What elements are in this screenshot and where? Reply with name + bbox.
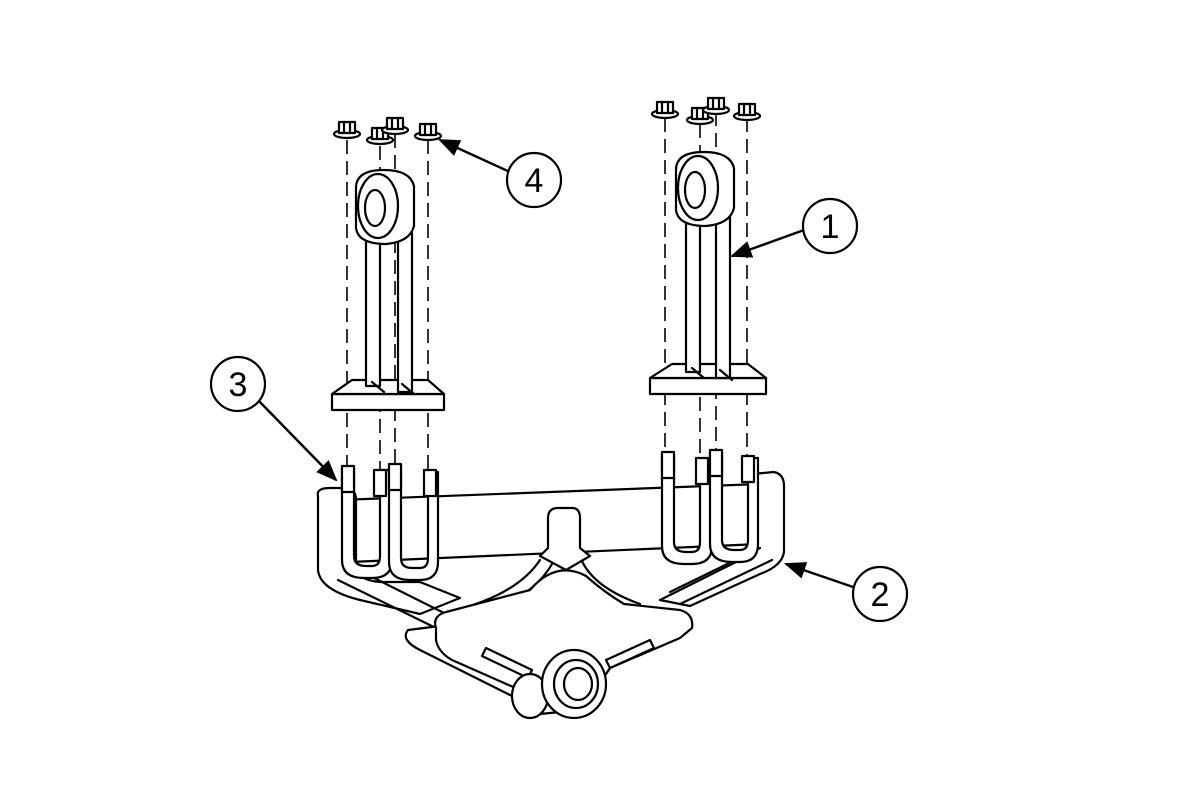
callout-4: 4 xyxy=(438,138,563,209)
center-hub xyxy=(404,506,694,720)
u-bolts xyxy=(340,448,760,582)
callout-3: 3 xyxy=(209,355,338,482)
callout-3-label: 3 xyxy=(229,366,248,404)
hanger-bracket-left xyxy=(330,168,446,412)
hanger-bracket-right xyxy=(648,150,768,396)
bolt xyxy=(380,116,410,136)
callout-4-label: 4 xyxy=(525,162,544,200)
bolt xyxy=(650,100,680,120)
callout-2: 2 xyxy=(783,562,909,623)
callout-2-label: 2 xyxy=(871,576,890,614)
flange-bolts xyxy=(332,96,762,146)
callout-1: 1 xyxy=(729,197,859,258)
callout-1-label: 1 xyxy=(821,208,840,246)
bolt xyxy=(732,102,762,122)
bolt xyxy=(701,96,731,116)
bolt xyxy=(413,122,443,142)
bolt xyxy=(332,120,362,140)
